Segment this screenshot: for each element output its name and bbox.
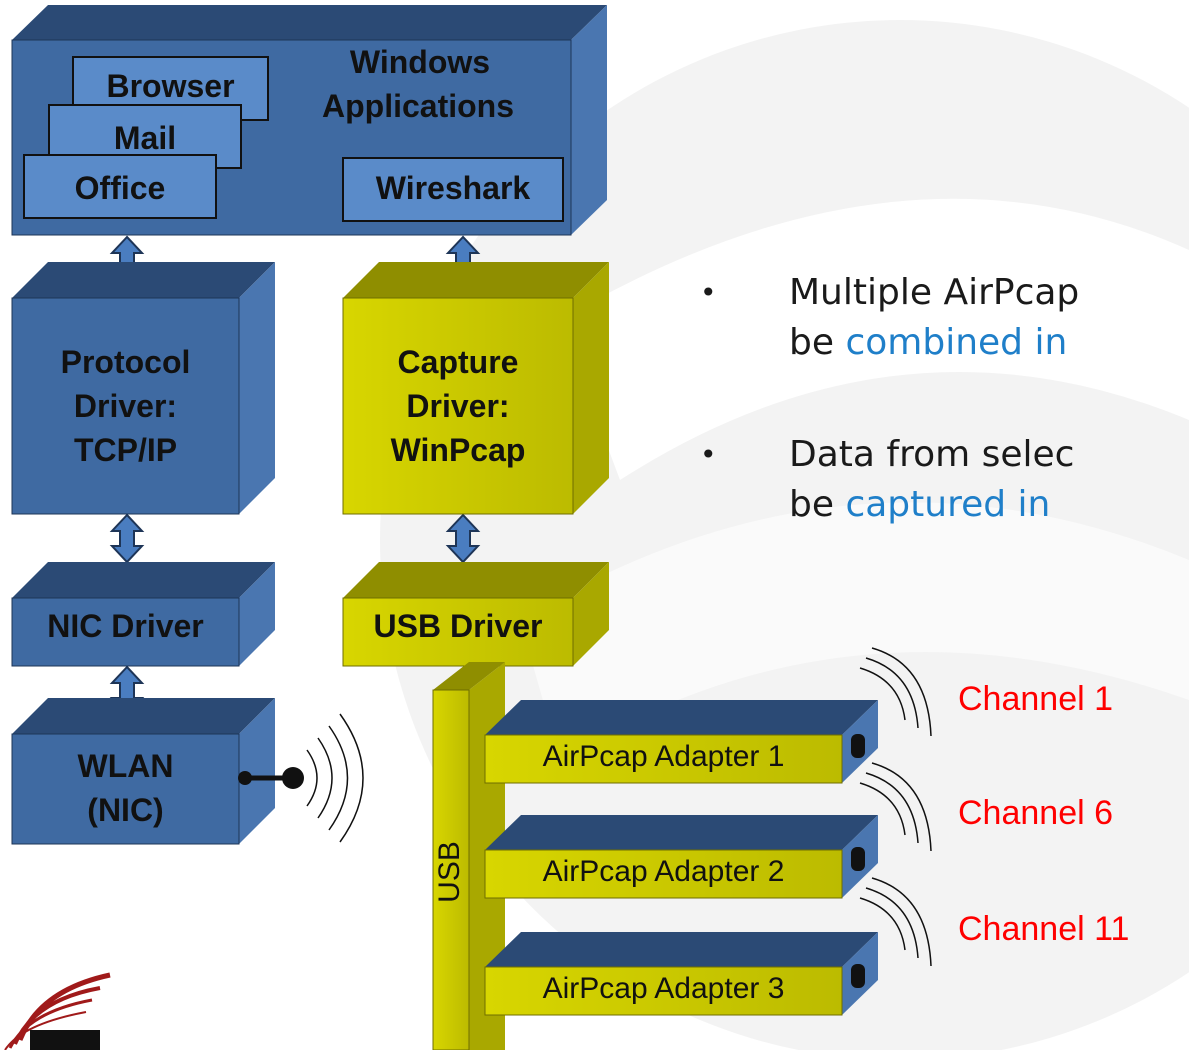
channel-11-label: Channel 11	[958, 910, 1130, 948]
adapter-wave-icons	[859, 647, 932, 967]
bullet-2-dot: •	[700, 438, 717, 471]
mail-app-label: Mail	[113, 120, 177, 156]
wlan-nic-box	[11, 698, 275, 845]
wlan-line1: WLAN	[77, 748, 174, 784]
channel-1-label: Channel 1	[958, 680, 1114, 718]
company-logo	[4, 972, 111, 1050]
usb-driver-box	[342, 562, 609, 667]
capture-driver-label: Capture Driver: WinPcap	[343, 340, 573, 472]
protocol-driver-line1: Protocol	[60, 344, 191, 380]
protocol-driver-line3: TCP/IP	[73, 432, 178, 468]
nic-driver-box	[11, 562, 275, 667]
wireshark-app-label: Wireshark	[375, 170, 531, 206]
arrow-capture-usb	[445, 513, 481, 564]
adapter-2-label: AirPcap Adapter 2	[542, 855, 785, 888]
windows-apps-title-line2: Applications	[321, 88, 514, 124]
capture-driver-line3: WinPcap	[390, 432, 526, 468]
windows-apps-title-line1: Windows	[349, 44, 491, 80]
bullet-1-highlight: combined in	[845, 322, 1068, 363]
nic-driver-label: NIC Driver	[47, 608, 204, 644]
bullet-1-line2: be combined in	[789, 322, 1068, 363]
office-app-box	[23, 154, 217, 219]
adapter-1-label: AirPcap Adapter 1	[542, 740, 785, 773]
arrow-protocol-nic	[109, 513, 145, 564]
browser-app-label: Browser	[106, 68, 235, 104]
bullet-1-line1: Multiple AirPcap	[789, 272, 1080, 313]
office-app-label: Office	[74, 170, 166, 206]
airpcap-adapter-2	[484, 815, 878, 899]
wlan-label: WLAN (NIC)	[12, 744, 239, 832]
adapter-3-label: AirPcap Adapter 3	[542, 972, 785, 1005]
usb-bus-label: USB	[433, 841, 466, 903]
protocol-driver-label: Protocol Driver: TCP/IP	[12, 340, 239, 472]
bullet-2-line1: Data from selec	[789, 434, 1075, 475]
bullet-2-highlight: captured in	[845, 484, 1051, 525]
usb-driver-label: USB Driver	[373, 608, 543, 644]
bullet-1-dot: •	[700, 276, 717, 309]
airpcap-adapter-1	[484, 700, 878, 784]
protocol-driver-line2: Driver:	[73, 388, 178, 424]
protocol-driver-box	[11, 262, 275, 515]
airpcap-adapter-3	[484, 932, 878, 1016]
wlan-antenna-icon	[238, 713, 364, 843]
wireshark-app-box	[342, 157, 564, 222]
bullet-2-line2: be captured in	[789, 484, 1051, 525]
wlan-line2: (NIC)	[87, 792, 164, 828]
channel-6-label: Channel 6	[958, 794, 1114, 832]
capture-driver-box	[342, 262, 609, 515]
capture-driver-line1: Capture	[397, 344, 519, 380]
capture-driver-line2: Driver:	[406, 388, 510, 424]
